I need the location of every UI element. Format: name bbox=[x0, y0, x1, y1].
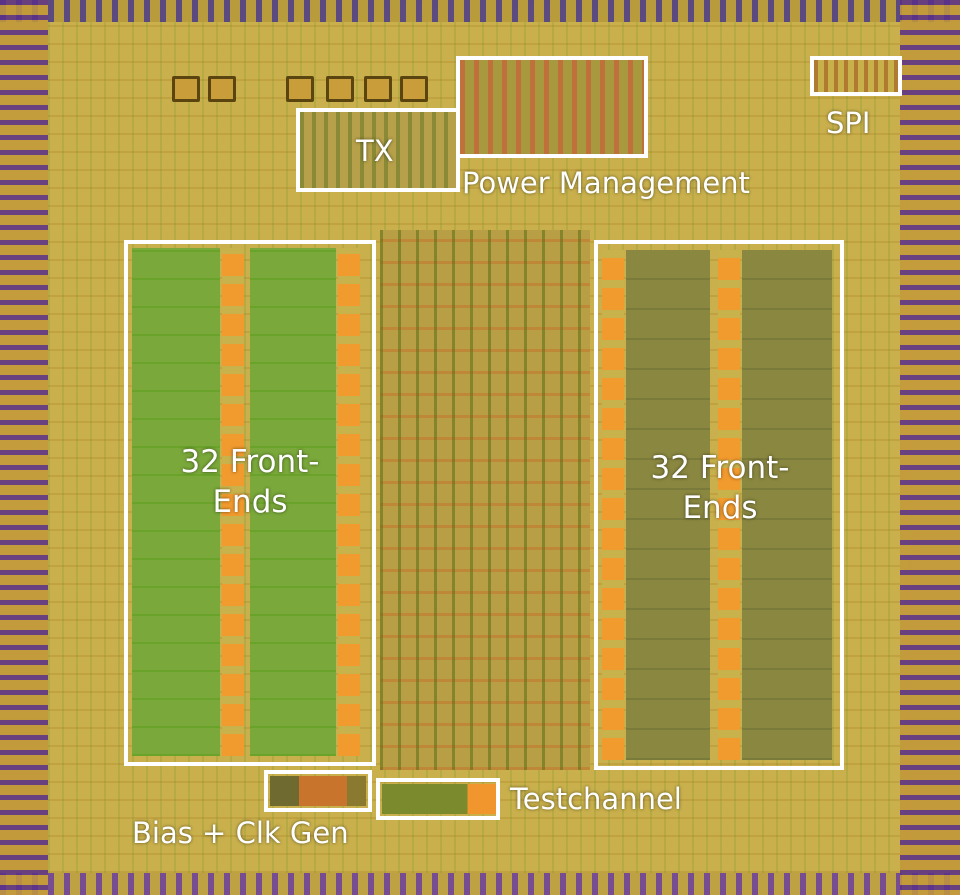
frontend-array-left-orange2 bbox=[338, 248, 360, 756]
frontends-right-label-line2: Ends bbox=[682, 490, 758, 526]
frontend-array-right-col1 bbox=[626, 250, 710, 760]
testchannel-region-box bbox=[376, 778, 500, 820]
frontends-right-label-line1: 32 Front- bbox=[650, 450, 790, 486]
bias-clk-gen-label: Bias + Clk Gen bbox=[132, 816, 349, 850]
frontends-left-label-line1: 32 Front- bbox=[180, 444, 320, 480]
frontend-array-left-orange1 bbox=[222, 248, 244, 756]
frontends-left-region-box bbox=[124, 240, 376, 766]
testchannel-block-texture bbox=[382, 784, 496, 814]
bias-clk-block-texture bbox=[270, 776, 366, 806]
bond-pins-right bbox=[900, 0, 960, 895]
tx-label: TX bbox=[356, 134, 394, 168]
bond-pins-left bbox=[0, 0, 48, 895]
io-pad bbox=[326, 76, 354, 102]
bond-pins-top bbox=[0, 0, 960, 22]
frontend-array-right-col2 bbox=[742, 250, 832, 760]
frontends-right-label: 32 Front- Ends bbox=[598, 448, 842, 528]
io-pad bbox=[364, 76, 392, 102]
spi-block-texture bbox=[814, 60, 898, 92]
frontend-array-right-orange2 bbox=[718, 250, 740, 760]
frontends-right-region-box bbox=[594, 240, 844, 770]
frontend-array-left-col1 bbox=[132, 248, 220, 756]
bond-pins-bottom bbox=[0, 873, 960, 895]
io-pad bbox=[172, 76, 200, 102]
power-management-region-box bbox=[456, 56, 648, 158]
io-pad bbox=[286, 76, 314, 102]
frontend-array-right-orange1 bbox=[602, 250, 624, 760]
power-management-label: Power Management bbox=[462, 166, 750, 200]
spi-region-box bbox=[810, 56, 902, 96]
io-pad bbox=[400, 76, 428, 102]
io-pad bbox=[208, 76, 236, 102]
tx-block-texture bbox=[300, 112, 456, 188]
frontends-left-label: 32 Front- Ends bbox=[128, 442, 372, 522]
frontend-array-left-col2 bbox=[250, 248, 336, 756]
testchannel-label: Testchannel bbox=[510, 782, 682, 816]
spi-label: SPI bbox=[826, 106, 871, 140]
bias-clk-region-box bbox=[264, 770, 372, 812]
power-management-block-texture bbox=[460, 60, 644, 154]
central-routing-area bbox=[380, 230, 590, 770]
frontends-left-label-line2: Ends bbox=[212, 484, 288, 520]
